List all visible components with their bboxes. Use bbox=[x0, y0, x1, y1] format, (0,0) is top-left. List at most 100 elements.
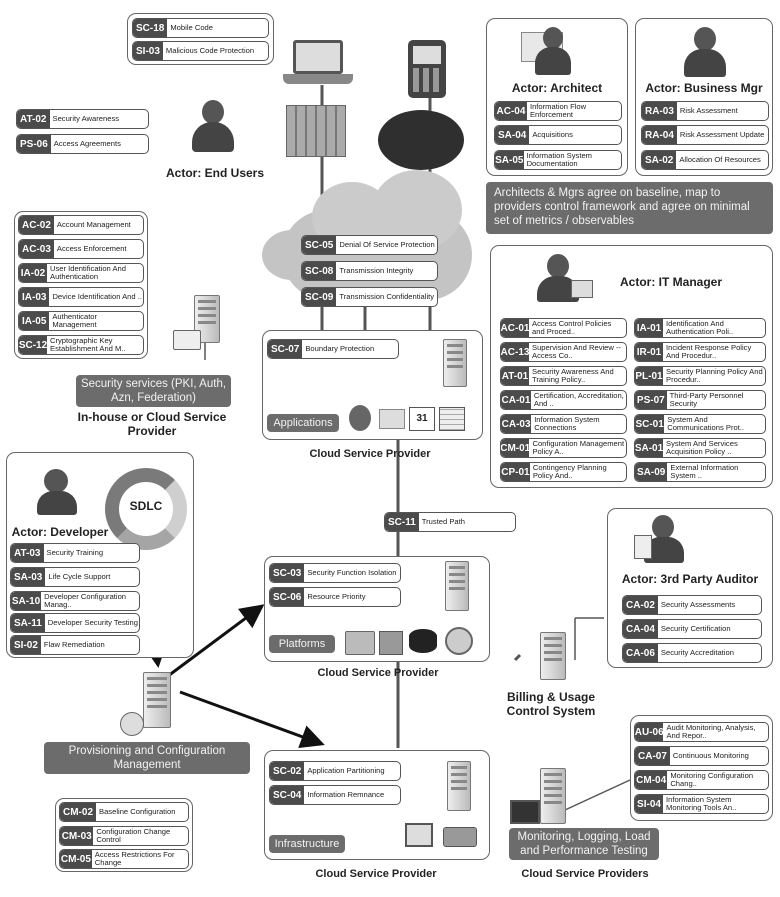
control-name: Access Enforcement bbox=[56, 244, 127, 253]
control-name: Security Function Isolation bbox=[307, 568, 397, 577]
control-name: Malicious Code Protection bbox=[165, 46, 255, 55]
infrastructure-layer-label: Infrastructure bbox=[269, 835, 345, 853]
control-id: SA-09 bbox=[635, 463, 668, 481]
storage-drive-icon bbox=[443, 827, 477, 847]
control-id: CM-03 bbox=[60, 827, 94, 845]
billing-server-icon bbox=[540, 632, 566, 680]
desktop-computer-icon bbox=[405, 823, 433, 847]
control-name: Account Management bbox=[56, 220, 131, 229]
control-name: Baseline Configuration bbox=[99, 807, 176, 816]
control-name: Information System Documentation bbox=[526, 151, 592, 168]
monitor-screen-icon bbox=[510, 800, 540, 824]
control-name: System And Services Acquisition Policy .… bbox=[666, 439, 738, 456]
control-id: IA-05 bbox=[19, 312, 50, 330]
app-server-icon bbox=[443, 339, 467, 387]
actor-business-mgr: Actor: Business Mgr bbox=[645, 81, 763, 95]
control-name: User Identification And Authentication bbox=[50, 264, 126, 281]
inhouse-provider-label: In-house or Cloud Service Provider bbox=[77, 410, 227, 438]
control-name: Transmission Confidentiality bbox=[339, 292, 435, 301]
control-name: Developer Security Testing bbox=[47, 618, 138, 627]
control-id: CP-01 bbox=[501, 463, 530, 481]
control-id: AC-04 bbox=[495, 102, 527, 120]
control-name: Security Awareness bbox=[52, 114, 120, 123]
control-id: SC-12 bbox=[19, 336, 47, 354]
control-id: CM-01 bbox=[501, 439, 530, 457]
control-id: CA-02 bbox=[623, 596, 658, 614]
control-id: SA-03 bbox=[11, 568, 46, 586]
actor-end-users: Actor: End Users bbox=[165, 166, 265, 180]
control-id: SC-02 bbox=[270, 762, 305, 780]
platforms-csp-label: Cloud Service Provider bbox=[317, 667, 439, 679]
control-id: SC-11 bbox=[385, 513, 419, 531]
control-id: CA-01 bbox=[501, 391, 531, 409]
infrastructure-server-icon bbox=[447, 761, 471, 811]
actor-developer: Actor: Developer bbox=[11, 525, 109, 539]
applications-csp-label: Cloud Service Provider bbox=[309, 448, 431, 460]
actor-architect: Actor: Architect bbox=[511, 81, 603, 95]
control-name: Security Accreditation bbox=[660, 648, 734, 657]
agreement-note: Architects & Mgrs agree on baseline, map… bbox=[486, 182, 773, 234]
control-id: SA-10 bbox=[11, 592, 42, 610]
control-id: AC-02 bbox=[19, 216, 54, 234]
cd-icon bbox=[120, 712, 144, 736]
control-id: CA-04 bbox=[623, 620, 658, 638]
laptop-icon bbox=[283, 40, 353, 90]
security-services-note: Security services (PKI, Auth, Azn, Feder… bbox=[76, 375, 231, 407]
